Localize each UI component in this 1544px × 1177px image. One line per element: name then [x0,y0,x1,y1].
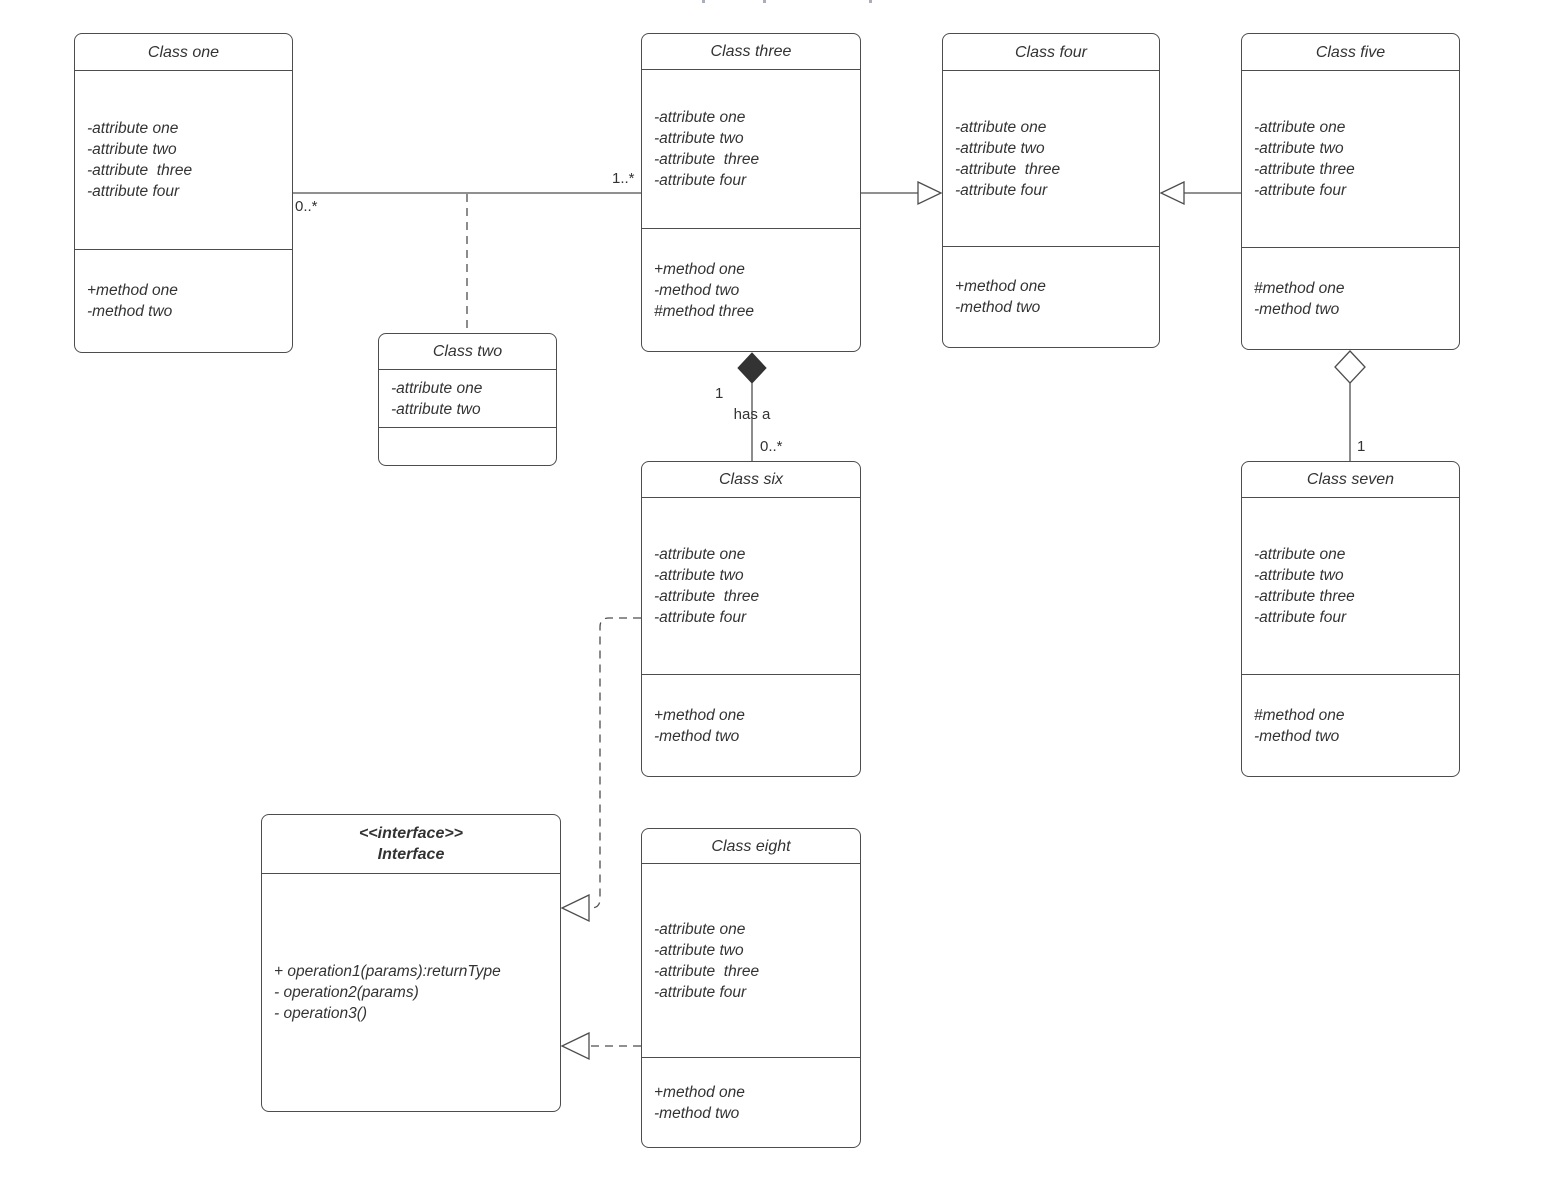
aggregation-class-five-class-seven[interactable] [1334,350,1366,461]
multiplicity-label-composition-whole: 1 [715,385,724,402]
class-two-title: Class two [379,334,556,370]
hollow-diamond-aggregation-icon [1334,350,1366,384]
multiplicity-label-aggregation-part: 1 [1357,438,1366,455]
class-eight-box[interactable]: Class eight -attribute one-attribute two… [641,828,861,1148]
class-three-attributes: -attribute one-attribute two-attribute t… [642,70,860,229]
interface-operations: + operation1(params):returnType- operati… [274,963,501,1022]
class-eight-title: Class eight [642,829,860,864]
class-seven-methods: #method one-method two [1254,706,1345,745]
class-six-box[interactable]: Class six -attribute one-attribute two-a… [641,461,861,777]
class-one-attributes: -attribute one-attribute two-attribute t… [75,71,292,250]
class-seven-title: Class seven [1242,462,1459,498]
filled-diamond-composition-icon [737,352,767,384]
interface-name: Interface [377,846,445,863]
class-seven-box[interactable]: Class seven -attribute one-attribute two… [1241,461,1460,777]
composition-class-three-class-six[interactable] [737,352,767,461]
clipped-edge-artifact [763,0,766,3]
realization-class-six-interface[interactable] [560,617,641,923]
interface-stereotype: <<interface>> [358,825,464,842]
class-one-box[interactable]: Class one -attribute one-attribute two-a… [74,33,293,353]
class-five-methods: #method one-method two [1254,279,1345,318]
class-four-methods: +method one-method two [955,278,1046,316]
class-four-attributes: -attribute one-attribute two-attribute t… [943,71,1159,247]
class-six-methods: +method one-method two [654,706,745,745]
interface-title: <<interface>> Interface [262,815,560,874]
class-three-methods: +method one-method two#method three [654,260,754,320]
class-five-box[interactable]: Class five -attribute one-attribute two-… [1241,33,1460,350]
hollow-triangle-arrowhead [560,893,590,923]
class-eight-methods: +method one-method two [654,1083,745,1122]
class-seven-attributes: -attribute one-attribute two-attribute t… [1242,498,1459,675]
hollow-triangle-arrowhead [917,180,943,206]
class-three-box[interactable]: Class three -attribute one-attribute two… [641,33,861,352]
class-two-box[interactable]: Class two -attribute one-attribute two [378,333,557,466]
hollow-triangle-arrowhead [1159,180,1185,206]
multiplicity-label-composition-part: 0..* [760,438,783,455]
class-five-attributes: -attribute one-attribute two-attribute t… [1242,71,1459,248]
class-two-methods [379,428,556,465]
association-name-label: has a [733,406,771,423]
clipped-edge-artifact [869,0,872,3]
class-one-title: Class one [75,34,292,71]
multiplicity-label-association-target: 1..* [612,170,635,187]
class-two-attributes: -attribute one-attribute two [379,370,556,428]
realization-class-eight-interface[interactable] [560,1031,641,1061]
hollow-triangle-arrowhead [560,1031,590,1061]
generalization-class-five-class-four[interactable] [1159,180,1241,206]
class-five-title: Class five [1242,34,1459,71]
class-four-title: Class four [943,34,1159,71]
clipped-edge-artifact [702,0,705,3]
interface-box[interactable]: <<interface>> Interface + operation1(par… [261,814,561,1112]
multiplicity-label-association-source: 0..* [295,198,318,215]
class-one-methods: +method one-method two [87,282,178,320]
class-four-box[interactable]: Class four -attribute one-attribute two-… [942,33,1160,348]
class-eight-attributes: -attribute one-attribute two-attribute t… [642,864,860,1058]
class-six-attributes: -attribute one-attribute two-attribute t… [642,498,860,675]
generalization-class-three-class-four[interactable] [861,180,943,206]
class-six-title: Class six [642,462,860,498]
class-three-title: Class three [642,34,860,70]
